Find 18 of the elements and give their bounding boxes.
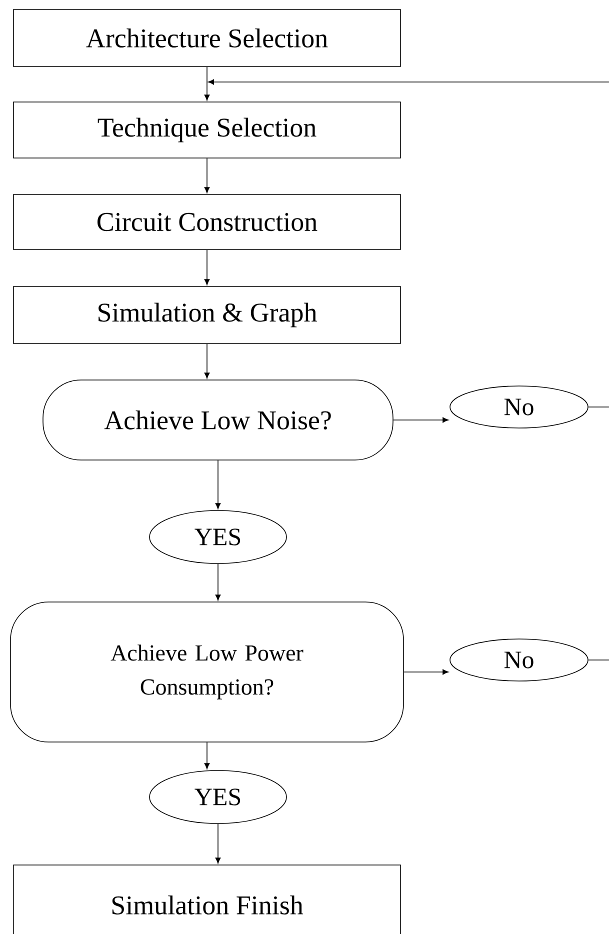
arrow: [393, 417, 449, 423]
arrow: [208, 79, 609, 85]
arrow: [404, 669, 449, 675]
arrow: [204, 344, 210, 379]
arrow: [215, 460, 221, 510]
process-box: Technique Selection: [13, 102, 401, 158]
arrow: [204, 158, 210, 194]
decision-terminal: Achieve Low Noise?: [42, 380, 394, 460]
decision-terminal: Achieve Low Power Consumption?: [10, 602, 404, 742]
process-box: Circuit Construction: [13, 194, 401, 250]
arrow: [204, 66, 210, 101]
process-box: Simulation Finish: [13, 864, 401, 934]
arrow: [204, 742, 210, 770]
process-box: Simulation & Graph: [13, 286, 401, 344]
arrow: [215, 824, 221, 864]
process-box: Architecture Selection: [13, 9, 401, 67]
arrow: [204, 250, 210, 286]
arrow: [215, 564, 221, 601]
